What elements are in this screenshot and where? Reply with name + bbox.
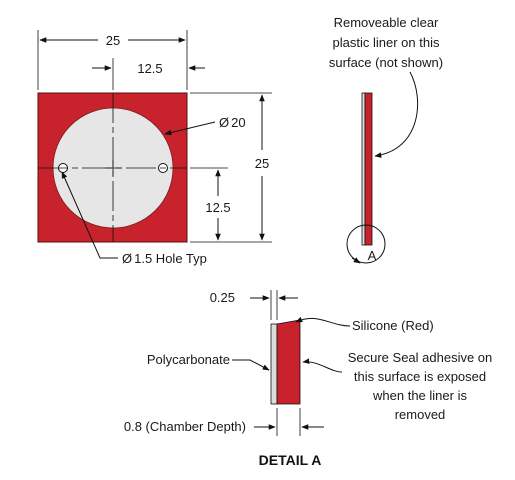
half-height-dim-text: 12.5 xyxy=(205,200,230,215)
height-dim-text: 25 xyxy=(255,156,269,171)
thickness-dim-text: 0.25 xyxy=(210,290,235,305)
silicone-label: Silicone (Red) xyxy=(352,318,434,333)
adhesive-note-line-3: when the liner is xyxy=(372,388,467,403)
side-view: A Removeable clear plastic liner on this… xyxy=(329,15,443,264)
liner-note-line-1: Removeable clear xyxy=(334,15,439,30)
liner-note-line-3: surface (not shown) xyxy=(329,55,443,70)
hole-leader xyxy=(61,171,118,259)
adhesive-note-line-2: this surface is exposed xyxy=(354,369,486,384)
adhesive-leader xyxy=(302,358,343,373)
detail-a-view: 0.25 Silicone (Red) Polycarbonate Secure… xyxy=(124,290,492,468)
depth-dim-text: 0.8 (Chamber Depth) xyxy=(124,419,246,434)
liner-leader xyxy=(374,71,419,158)
width-dim-text: 25 xyxy=(106,33,120,48)
half-width-dim-text: 12.5 xyxy=(137,61,162,76)
detail-a-title: DETAIL A xyxy=(259,452,322,468)
detail-silicone xyxy=(276,319,301,405)
adhesive-note-line-1: Secure Seal adhesive on xyxy=(348,350,493,365)
detail-polycarbonate xyxy=(270,323,278,405)
side-silicone xyxy=(364,92,373,246)
polycarbonate-label: Polycarbonate xyxy=(147,352,230,367)
silicone-leader xyxy=(295,316,351,327)
liner-note-line-2: plastic liner on this xyxy=(333,35,440,50)
detail-a-circle xyxy=(346,224,386,264)
polycarbonate-leader xyxy=(232,359,270,371)
detail-a-marker: A xyxy=(368,248,377,263)
diameter-20-leader xyxy=(164,121,216,136)
adhesive-note-line-4: removed xyxy=(395,407,446,422)
detail-a-arrow xyxy=(351,257,361,264)
side-polycarbonate xyxy=(361,92,366,246)
